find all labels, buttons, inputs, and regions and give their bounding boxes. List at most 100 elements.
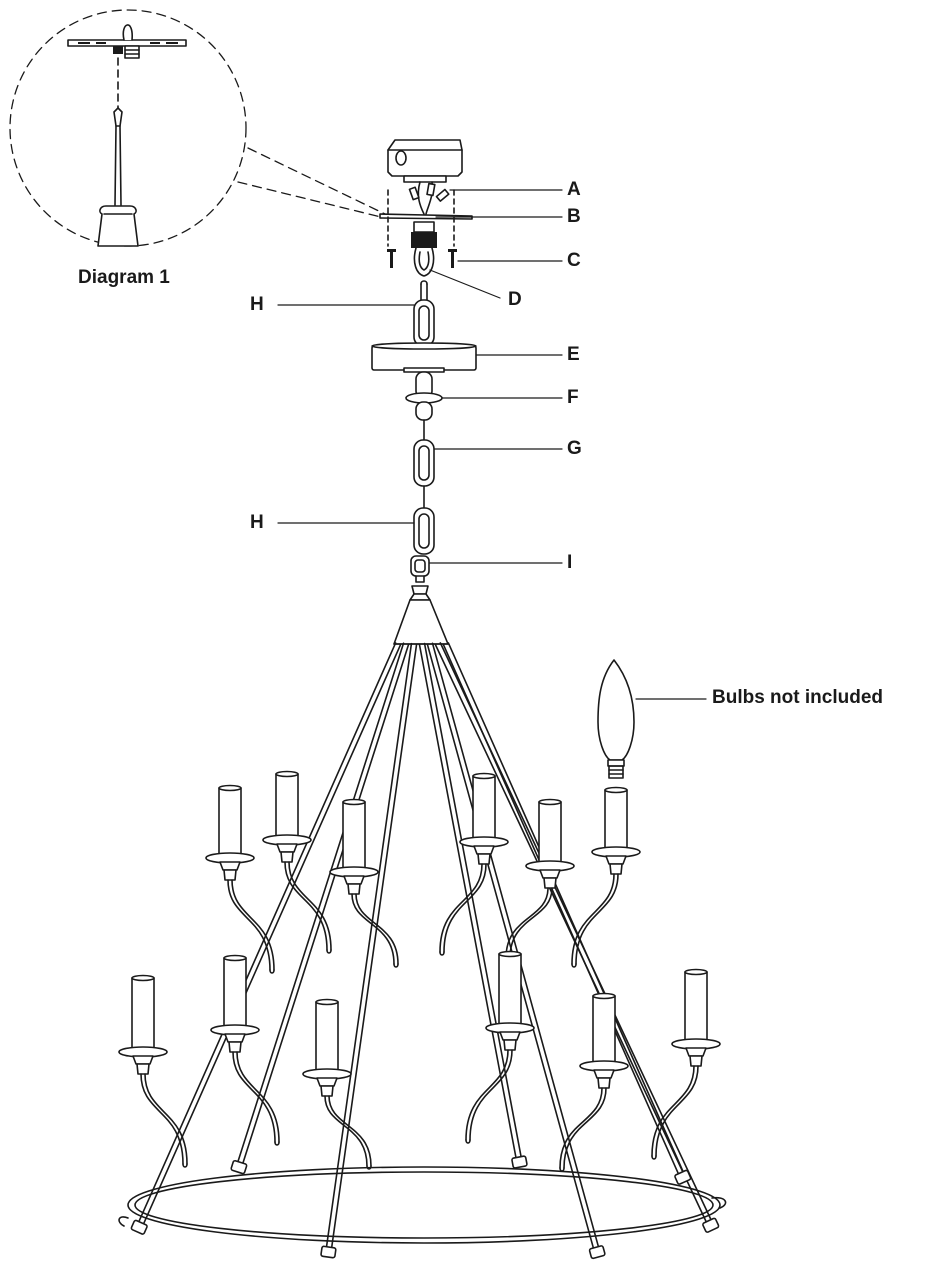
support-strap	[324, 642, 418, 1257]
arm-curve-edge	[324, 1095, 368, 1167]
arm-curve-end	[269, 969, 275, 974]
candle-arm	[465, 950, 535, 1144]
candle-arm	[262, 770, 332, 954]
arm-curve-edge	[231, 879, 275, 971]
arm-curve-edge	[559, 1087, 603, 1169]
candle-top	[131, 974, 155, 982]
candle-top	[604, 786, 628, 794]
candle-sleeve	[498, 953, 522, 1029]
candle-sleeve	[131, 977, 155, 1053]
ring-curl-right	[711, 1196, 727, 1209]
support-strap	[442, 642, 688, 1182]
arm-curve-end	[366, 1165, 372, 1170]
arm-curve-edge	[575, 873, 619, 965]
arm-curve-edge	[505, 887, 549, 959]
cup-collar	[343, 875, 365, 885]
arm-curve-end	[439, 951, 445, 956]
inset-screwdriver-shaft	[114, 125, 122, 206]
candle-arm	[118, 974, 188, 1168]
threaded-nipple-and-loop	[411, 221, 437, 277]
arm-curve-edge	[651, 1065, 695, 1157]
arm-curve-edge	[469, 1049, 513, 1141]
cup-stem	[543, 877, 557, 889]
mounting-screws	[387, 249, 457, 268]
cup-collar	[132, 1055, 154, 1065]
candle-arm	[439, 772, 509, 956]
cup-collar	[473, 845, 495, 855]
arm-curve-edge	[509, 887, 553, 959]
candle-top	[592, 992, 616, 1000]
candle-sleeve	[472, 775, 496, 843]
cup-stem	[689, 1055, 703, 1067]
candle-top	[275, 770, 299, 778]
candle-arm	[505, 798, 575, 962]
candle-arm	[571, 786, 641, 968]
arm-curve-edge	[227, 879, 271, 971]
candle-arms	[118, 770, 721, 1172]
strap-clamp	[588, 1245, 606, 1260]
arm-curve-edge	[144, 1073, 188, 1165]
callout-d: D	[508, 289, 522, 310]
cup-collar	[219, 861, 241, 871]
inset-screwdriver-tip	[113, 107, 123, 127]
candle-arm	[559, 992, 629, 1172]
cup-collar	[316, 1077, 338, 1087]
inset-zoom-line-lower	[237, 181, 386, 219]
arm-curve-edge	[328, 1095, 372, 1167]
arm-curve-edge	[351, 893, 395, 965]
support-strap	[426, 642, 602, 1257]
arm-curve-edge	[571, 873, 615, 965]
candle-top	[342, 798, 366, 806]
callout-c: C	[567, 250, 581, 271]
strap-clamp	[130, 1219, 148, 1235]
inset-diagram	[9, 9, 386, 247]
candle-top	[223, 954, 247, 962]
strap-clamp	[702, 1217, 720, 1233]
ring-outer	[127, 1166, 721, 1244]
cup-collar	[593, 1069, 615, 1079]
arm-curve-end	[559, 1167, 565, 1172]
cup-stem	[347, 883, 361, 895]
cup-stem	[320, 1085, 334, 1097]
callout-f: F	[567, 387, 579, 408]
arm-curve-edge	[232, 1051, 276, 1143]
top-cone	[393, 585, 449, 645]
strap-clamp	[674, 1169, 692, 1185]
chandelier-frame	[118, 642, 727, 1260]
candle-sleeve	[275, 773, 299, 841]
arm-curve-end	[326, 949, 332, 954]
cup-stem	[228, 1041, 242, 1053]
candle-top	[315, 998, 339, 1006]
inset-screwdriver-handle	[97, 205, 139, 247]
cup-collar	[224, 1033, 246, 1043]
bulb-note: Bulbs not included	[712, 687, 883, 708]
support-strap	[434, 642, 716, 1230]
upper-chain-segment	[413, 280, 435, 347]
candle-top	[538, 798, 562, 806]
arm-curve-end	[651, 1155, 657, 1160]
cup-collar	[539, 869, 561, 879]
arm-curve-end	[571, 963, 577, 968]
callout-b: B	[567, 206, 581, 227]
arm-curve-end	[465, 1139, 471, 1144]
candle-top	[472, 772, 496, 780]
cup-stem	[609, 863, 623, 875]
arm-curve-edge	[439, 863, 483, 953]
strap-clamp	[320, 1245, 337, 1259]
arm-curve-edge	[443, 863, 487, 953]
arm-curve-end	[274, 1141, 280, 1146]
arm-curve-edge	[288, 861, 332, 951]
candle-arm	[329, 798, 399, 968]
cup-stem	[477, 853, 491, 865]
callout-h-top: H	[250, 294, 264, 315]
support-strap	[234, 642, 410, 1172]
candle-top	[684, 968, 708, 976]
cup-collar	[499, 1031, 521, 1041]
cup-collar	[685, 1047, 707, 1057]
ring-curl-left	[118, 1216, 129, 1227]
arm-curve-edge	[236, 1051, 280, 1143]
callout-g: G	[567, 438, 582, 459]
candle-sleeve	[218, 787, 242, 859]
